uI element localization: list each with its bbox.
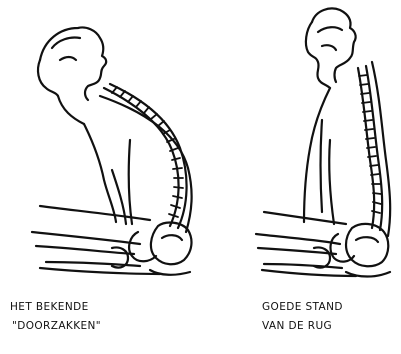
slumped-spine bbox=[104, 88, 179, 226]
slumped-figure bbox=[32, 27, 192, 274]
caption-slumped: HET BEKENDE "DOORZAKKEN" bbox=[10, 301, 101, 339]
caption-slumped-line1: HET BEKENDE bbox=[10, 301, 101, 314]
upright-pelvis bbox=[346, 224, 388, 266]
caption-upright: GOEDE STAND VAN DE RUG bbox=[262, 301, 343, 339]
caption-upright-line2: VAN DE RUG bbox=[262, 320, 343, 333]
caption-slumped-line2: "DOORZAKKEN" bbox=[10, 320, 101, 333]
caption-upright-line1: GOEDE STAND bbox=[262, 301, 343, 314]
slumped-pelvis bbox=[151, 223, 192, 265]
slumped-thigh bbox=[40, 206, 150, 220]
upright-arm bbox=[321, 120, 323, 212]
upright-figure bbox=[256, 9, 390, 277]
